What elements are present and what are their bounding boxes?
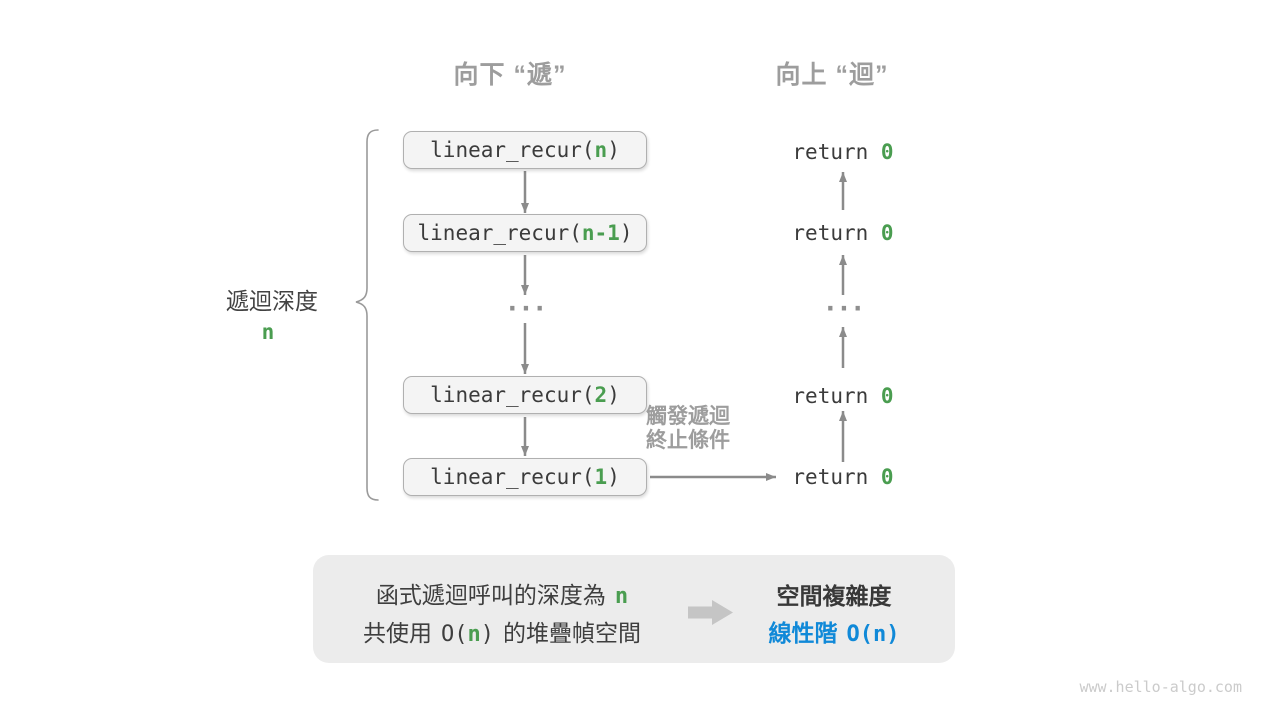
- summary-left-line2-post: 的堆疊幀空間: [503, 620, 641, 646]
- return-value: 0: [880, 221, 894, 245]
- call-box-prefix: linear_recur(: [430, 383, 595, 407]
- call-box-n-1: linear_recur(n-1): [403, 214, 647, 252]
- call-box-prefix: linear_recur(: [430, 465, 595, 489]
- return-statement-4: return 0: [733, 463, 953, 491]
- space-complexity-result: 線性階 O(n): [713, 614, 955, 648]
- return-statement-3: return 0: [733, 382, 953, 410]
- recursion-depth-label: 遞迴深度: [226, 288, 318, 314]
- return-statement-2: return 0: [733, 219, 953, 247]
- big-o-open: O(: [441, 622, 468, 647]
- watermark: www.hello-algo.com: [1079, 678, 1242, 696]
- return-value: 0: [880, 140, 894, 164]
- return-ellipsis: ···: [822, 294, 866, 324]
- ascend-phase-header: 向上 “迴”: [775, 61, 889, 89]
- call-box-arg: n: [594, 138, 608, 162]
- return-keyword: return: [792, 465, 881, 489]
- call-box-suffix: ): [607, 383, 620, 407]
- call-box-arg: 2: [594, 383, 608, 407]
- return-value: 0: [880, 465, 894, 489]
- call-ellipsis: ···: [504, 294, 548, 324]
- space-complexity-title: 空間複雜度: [776, 583, 892, 609]
- return-value: 0: [880, 384, 894, 408]
- big-o-close: ): [480, 622, 494, 647]
- call-box-n: linear_recur(n): [403, 131, 647, 169]
- big-o-n: n: [467, 622, 481, 647]
- summary-left-line2: 共使用 O(n) 的堆疊幀空間: [313, 614, 691, 648]
- call-box-suffix: ): [607, 465, 620, 489]
- linear-order-code: O(n): [846, 622, 900, 647]
- recursion-depth-value: n: [261, 320, 275, 344]
- base-case-label-line2: 終止條件: [646, 429, 730, 452]
- summary-left-line1: 函式遞迴呼叫的深度為 n: [313, 576, 691, 610]
- call-box-suffix: ): [607, 138, 620, 162]
- summary-left-line1-text: 函式遞迴呼叫的深度為: [375, 582, 606, 608]
- call-box-suffix: ): [619, 221, 633, 245]
- return-statement-1: return 0: [733, 138, 953, 166]
- call-box-1: linear_recur(1): [403, 458, 647, 496]
- base-case-label-line1: 觸發遞迴: [646, 405, 730, 428]
- call-box-2: linear_recur(2): [403, 376, 647, 414]
- call-box-arg: n-1: [581, 221, 620, 245]
- return-keyword: return: [792, 384, 881, 408]
- base-case-label: 觸發遞迴 終止條件: [598, 405, 778, 453]
- return-keyword: return: [792, 221, 881, 245]
- summary-left-line2-pre: 共使用: [363, 620, 432, 646]
- call-box-prefix: linear_recur(: [417, 221, 582, 245]
- linear-order-label: 線性階: [768, 620, 838, 646]
- descend-phase-header: 向下 “遞”: [453, 61, 567, 89]
- depth-n-value: n: [614, 584, 629, 609]
- call-box-arg: 1: [594, 465, 608, 489]
- return-keyword: return: [792, 140, 881, 164]
- call-box-prefix: linear_recur(: [430, 138, 595, 162]
